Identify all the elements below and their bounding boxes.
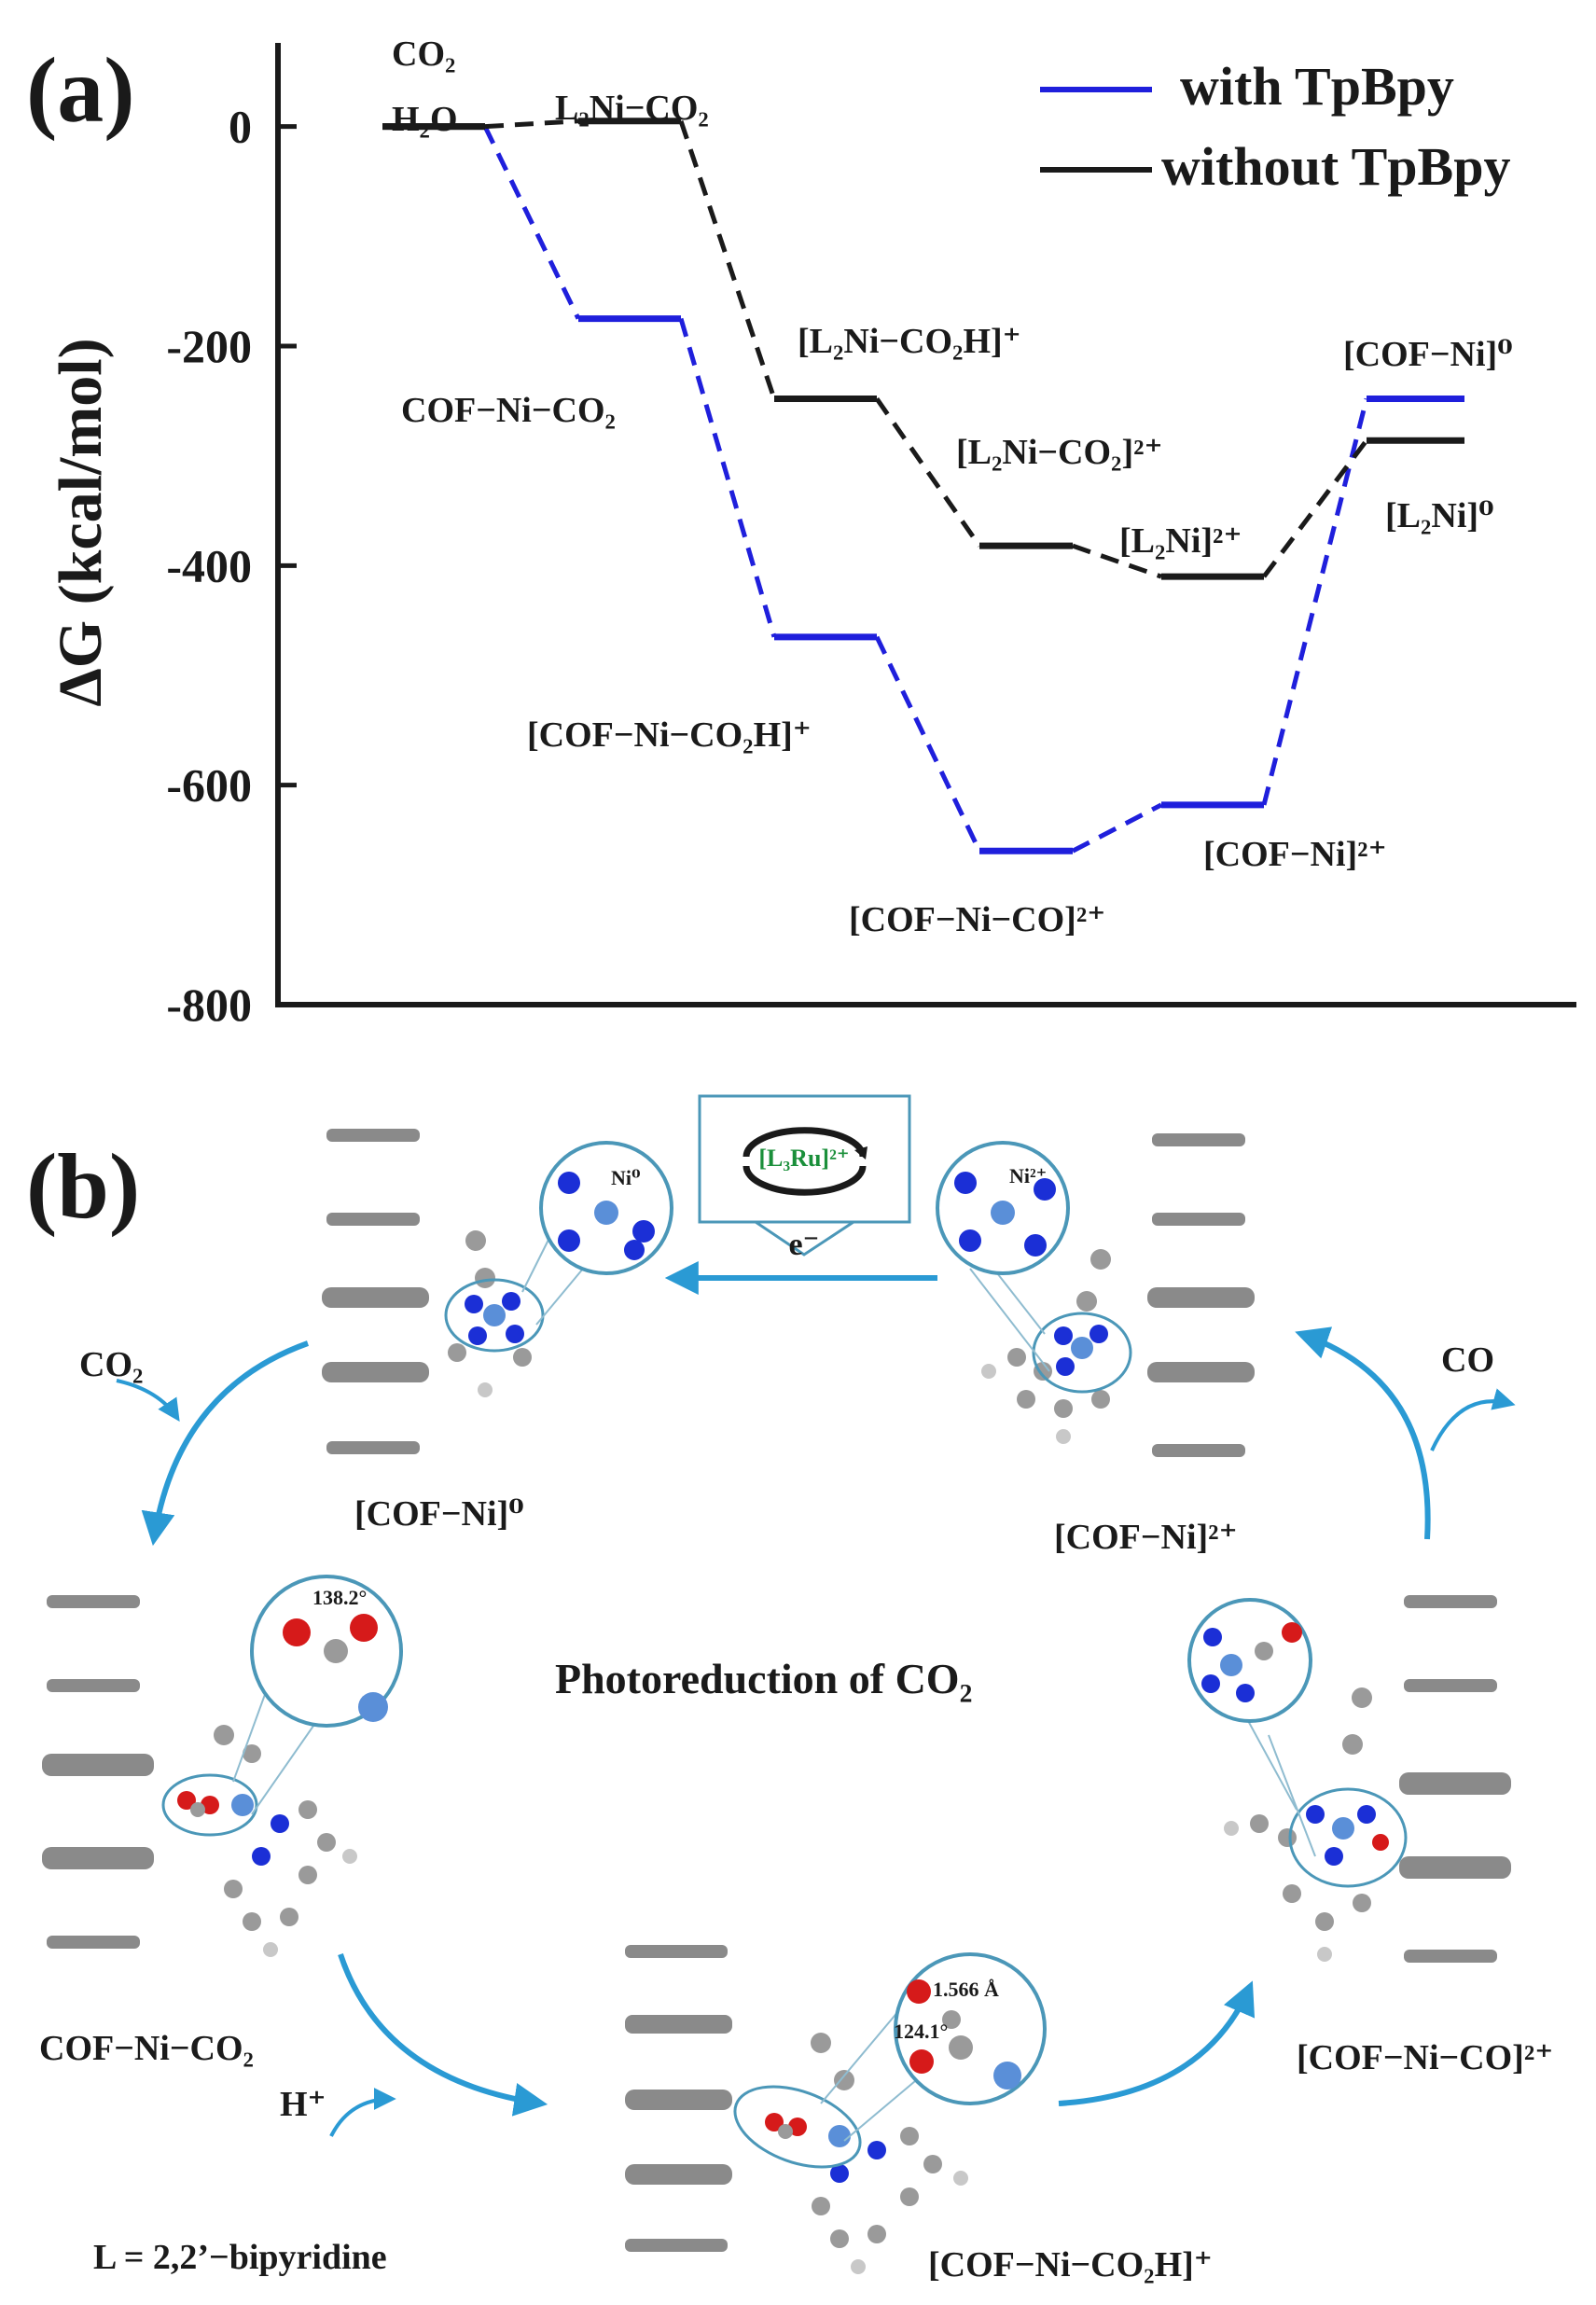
level-connector	[484, 118, 579, 130]
arrow-right	[1295, 1326, 1431, 1540]
level-connector	[1071, 802, 1163, 854]
y-tick-label: -600	[166, 759, 252, 812]
state-top-left: [COF−Ni]⁰	[354, 1494, 524, 1534]
ligand-definition: L = 2,2’−bipyridine	[93, 2238, 387, 2277]
label-cof-ni-co2: COF−Ni−CO₂	[401, 391, 616, 430]
co2-in-label: CO₂	[79, 1345, 143, 1384]
zoom-ni0: Ni⁰	[539, 1141, 673, 1275]
legend-without-label: without TpBpy	[1161, 136, 1510, 197]
label-h2o: H₂O	[392, 100, 458, 139]
panel-b-letter: (b)	[26, 1134, 140, 1238]
level-connector	[874, 397, 982, 548]
y-tick-label: -200	[166, 320, 252, 372]
arrow-left	[141, 1340, 310, 1547]
ni2-label: Ni²⁺	[1009, 1164, 1047, 1187]
zoom-ni2: Ni²⁺	[936, 1141, 1070, 1275]
ru-cycle-arc-bottom	[742, 1165, 867, 1196]
energy-profile-panel: (a) 0 -200 -400 -600 -800 ΔG (kcal/mol) with…	[26, 35, 1576, 1031]
electron-label: e⁻	[788, 1228, 819, 1262]
y-tick-label: -800	[166, 979, 252, 1031]
photosensitizer-box: [L₃Ru]²⁺ e⁻	[698, 1094, 911, 1262]
cof-layers-top-right	[1147, 1133, 1255, 1457]
cof-layers-bottom	[625, 1945, 732, 2252]
co-out-label: CO	[1441, 1340, 1494, 1380]
y-axis-label: ΔG (kcal/mol)	[47, 338, 115, 706]
label-cof-ni-2plus: [COF−Ni]²⁺	[1203, 835, 1387, 874]
h-in-label: H⁺	[280, 2085, 326, 2124]
h-in-arrow	[329, 2088, 396, 2137]
ru-label: [L₃Ru]²⁺	[758, 1145, 849, 1172]
state-mid-left: COF−Ni−CO₂	[39, 2029, 254, 2068]
label-cof-ni-co: [COF−Ni−CO]²⁺	[849, 900, 1105, 939]
level-connector	[1261, 397, 1369, 806]
molecule-mid-left	[161, 1725, 357, 1957]
y-tick-label: -400	[166, 539, 252, 591]
molecule-bottom	[733, 2033, 968, 2274]
bond-length-label: 1.566 Å	[933, 1978, 999, 2001]
series-without-tpbpy	[382, 118, 1464, 580]
level-connector	[874, 635, 982, 853]
level-connector	[1262, 438, 1368, 578]
zoom-connectors	[232, 1207, 1316, 2142]
y-tick-label: 0	[229, 101, 252, 153]
molecule-top-right	[981, 1249, 1132, 1444]
label-l2ni-co2-2plus: [L₂Ni−CO₂]²⁺	[956, 433, 1163, 472]
level-connector	[678, 317, 777, 638]
ru-cycle-arrowhead	[854, 1146, 867, 1159]
co2-in-arrow	[116, 1379, 180, 1422]
label-co2: CO₂	[392, 35, 455, 74]
state-top-right: [COF−Ni]²⁺	[1054, 1518, 1238, 1557]
ru-cycle-arc-top	[742, 1127, 867, 1158]
zoom-co-bound	[1187, 1598, 1312, 1723]
level-connector	[1072, 543, 1162, 579]
label-cof-ni-0: [COF−Ni]⁰	[1343, 335, 1513, 374]
label-cof-ni-co2h: [COF−Ni−CO₂H]⁺	[527, 715, 812, 755]
level-connector	[482, 125, 581, 320]
ru-box	[698, 1094, 911, 1224]
zoom-co2-angle: 138.2°	[250, 1575, 403, 1728]
arrow-bottom-right	[1058, 1980, 1256, 2106]
angle-co2h-label: 124.1°	[894, 2020, 948, 2043]
molecule-mid-right	[1224, 1687, 1408, 1962]
molecule-top-left	[444, 1230, 545, 1397]
catalytic-cycle-panel: (b) [L₃Ru]²⁺ e⁻ CO₂ CO H⁺ Photore	[26, 1094, 1553, 2284]
side-arrows	[116, 1379, 1516, 2137]
label-l2ni-2plus: [L₂Ni]²⁺	[1119, 521, 1242, 561]
cof-layers-mid-right	[1399, 1595, 1511, 1963]
label-l2ni-co2h: [L₂Ni−CO₂H]⁺	[798, 322, 1021, 361]
series-layer	[382, 118, 1464, 854]
arrow-bottom-left	[338, 1953, 548, 2117]
level-connector	[678, 119, 777, 400]
y-ticks: 0 -200 -400 -600 -800	[166, 101, 297, 1031]
panel-a-letter: (a)	[26, 38, 135, 142]
cycle-title: Photoreduction of CO₂	[555, 1655, 972, 1702]
cycle-arrows	[141, 1261, 1431, 2117]
zoom-co2h: 1.566 Å 124.1°	[894, 1952, 1047, 2105]
cof-layers-mid-left	[42, 1595, 154, 1949]
label-l2ni-co2: L₂Ni−CO₂	[555, 89, 709, 128]
electron-arrow	[751, 1220, 858, 1257]
ni0-label: Ni⁰	[611, 1166, 641, 1189]
cof-layers-top-left	[322, 1129, 429, 1454]
angle-co2-label: 138.2°	[312, 1586, 367, 1609]
label-l2ni-0: [L₂Ni]⁰	[1385, 496, 1494, 535]
state-bottom: [COF−Ni−CO₂H]⁺	[928, 2245, 1213, 2284]
state-mid-right: [COF−Ni−CO]²⁺	[1297, 2038, 1553, 2077]
legend: with TpBpy without TpBpy	[1040, 56, 1510, 197]
legend-with-label: with TpBpy	[1180, 56, 1454, 117]
co-out-arrow	[1430, 1388, 1516, 1451]
